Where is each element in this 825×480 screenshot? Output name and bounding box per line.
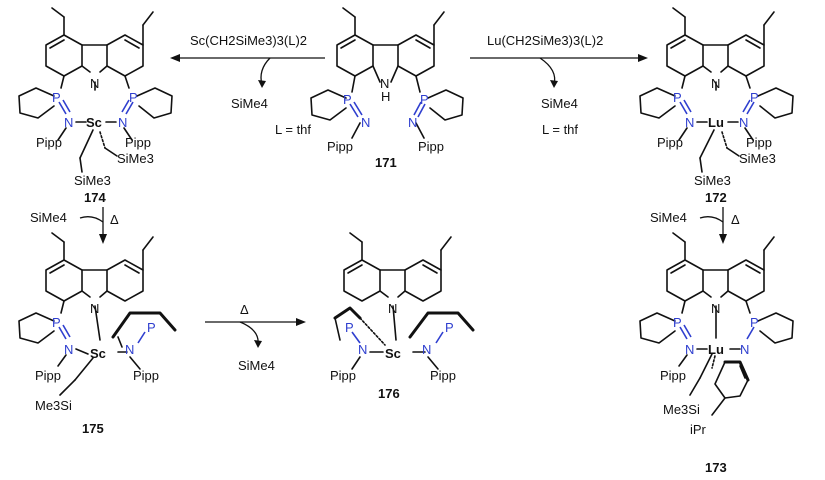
n-left-171: N	[361, 115, 370, 130]
metal-lu-173: Lu	[708, 342, 724, 357]
sime3-b-172: SiMe3	[694, 173, 731, 188]
arrow-171-to-172: Lu(CH2SiMe3)3(L)2 SiMe4 L = thf	[470, 33, 648, 137]
arrow-175-to-176: Δ SiMe4	[205, 302, 306, 373]
thf-left-text: L = thf	[275, 122, 311, 137]
nh-n-171: N	[380, 76, 389, 91]
label-171: 171	[375, 155, 397, 170]
ipr-173: iPr	[690, 422, 707, 437]
heat-down-left-text: Δ	[110, 212, 119, 227]
n-left-172: N	[685, 115, 694, 130]
sime4-right-text: SiMe4	[541, 96, 578, 111]
sc-reagent-text: Sc(CH2SiMe3)3(L)2	[190, 33, 307, 48]
pipp-left-175: Pipp	[35, 368, 61, 383]
sime3-a-172: SiMe3	[739, 151, 776, 166]
me3si-173: Me3Si	[663, 402, 700, 417]
p-right-175: P	[147, 320, 156, 335]
p-left-173: P	[673, 315, 682, 330]
sime4-down-right-text: SiMe4	[650, 210, 687, 225]
arrow-172-to-173: SiMe4 Δ	[650, 207, 740, 244]
metal-sc-175: Sc	[90, 346, 106, 361]
p-left-172: P	[673, 90, 682, 105]
n-left-176: N	[358, 342, 367, 357]
p-left-174: P	[52, 90, 61, 105]
n-left-174: N	[64, 115, 73, 130]
simе3-a-174: SiMe3	[117, 151, 154, 166]
compound-173-structure: N P P N N Lu Pipp Me3Si iPr 173	[639, 232, 794, 475]
thf-right-text: L = thf	[542, 122, 578, 137]
pipp-right-172: Pipp	[746, 135, 772, 150]
label-175: 175	[82, 421, 104, 436]
n-left-175: N	[64, 342, 73, 357]
p-right-174: P	[129, 90, 138, 105]
pipp-right-174: Pipp	[125, 135, 151, 150]
me3si-175: Me3Si	[35, 398, 72, 413]
p-right-171: P	[420, 92, 429, 107]
arrow-171-to-174: Sc(CH2SiMe3)3(L)2 SiMe4 L = thf	[170, 33, 325, 137]
pipp-right-171: Pipp	[418, 139, 444, 154]
n-right-174: N	[118, 115, 127, 130]
n-175: N	[90, 301, 99, 316]
compound-175-structure: N P P N N Sc Pipp Pipp Me3Si 175	[18, 232, 177, 436]
n-right-173: N	[740, 342, 749, 357]
nh-h-171: H	[381, 89, 390, 104]
arrow-174-to-175: SiMe4 Δ	[30, 207, 119, 244]
sime4-left-text: SiMe4	[231, 96, 268, 111]
sime4-down-left-text: SiMe4	[30, 210, 67, 225]
n-right-176: N	[422, 342, 431, 357]
sime3-b-174: SiMe3	[74, 173, 111, 188]
n-left-173: N	[685, 342, 694, 357]
metal-lu-172: Lu	[708, 115, 724, 130]
pipp-left-176: Pipp	[330, 368, 356, 383]
n-172: N	[711, 76, 720, 91]
p-left-176: P	[345, 320, 354, 335]
heat-down-right-text: Δ	[731, 212, 740, 227]
compound-174-structure: N P P N N Sc Pipp Pipp SiMe3 SiMe3 174	[18, 7, 173, 205]
label-173: 173	[705, 460, 727, 475]
pipp-left-172: Pipp	[657, 135, 683, 150]
metal-sc-176: Sc	[385, 346, 401, 361]
compound-171-structure: N H P P N N Pipp Pipp 171	[310, 7, 464, 170]
p-right-176: P	[445, 320, 454, 335]
p-right-172: P	[750, 90, 759, 105]
p-left-171: P	[343, 92, 352, 107]
pipp-left-174: Pipp	[36, 135, 62, 150]
n-right-171: N	[408, 115, 417, 130]
metal-sc-174: Sc	[86, 115, 102, 130]
n-right-172: N	[739, 115, 748, 130]
label-172: 172	[705, 190, 727, 205]
n-176: N	[388, 301, 397, 316]
pipp-right-175: Pipp	[133, 368, 159, 383]
n-right-175: N	[125, 342, 134, 357]
sime4-mid-text: SiMe4	[238, 358, 275, 373]
n-173: N	[711, 301, 720, 316]
p-left-175: P	[52, 315, 61, 330]
lu-reagent-text: Lu(CH2SiMe3)3(L)2	[487, 33, 603, 48]
compound-172-structure: N P P N N Lu Pipp Pipp SiMe3 SiMe3 172	[639, 7, 794, 205]
pipp-left-173: Pipp	[660, 368, 686, 383]
label-174: 174	[84, 190, 106, 205]
heat-mid-text: Δ	[240, 302, 249, 317]
pipp-right-176: Pipp	[430, 368, 456, 383]
p-right-173: P	[750, 315, 759, 330]
n-174: N	[90, 76, 99, 91]
compound-176-structure: N P P N N Sc Pipp Pipp 176	[330, 232, 475, 401]
label-176: 176	[378, 386, 400, 401]
pipp-left-171: Pipp	[327, 139, 353, 154]
